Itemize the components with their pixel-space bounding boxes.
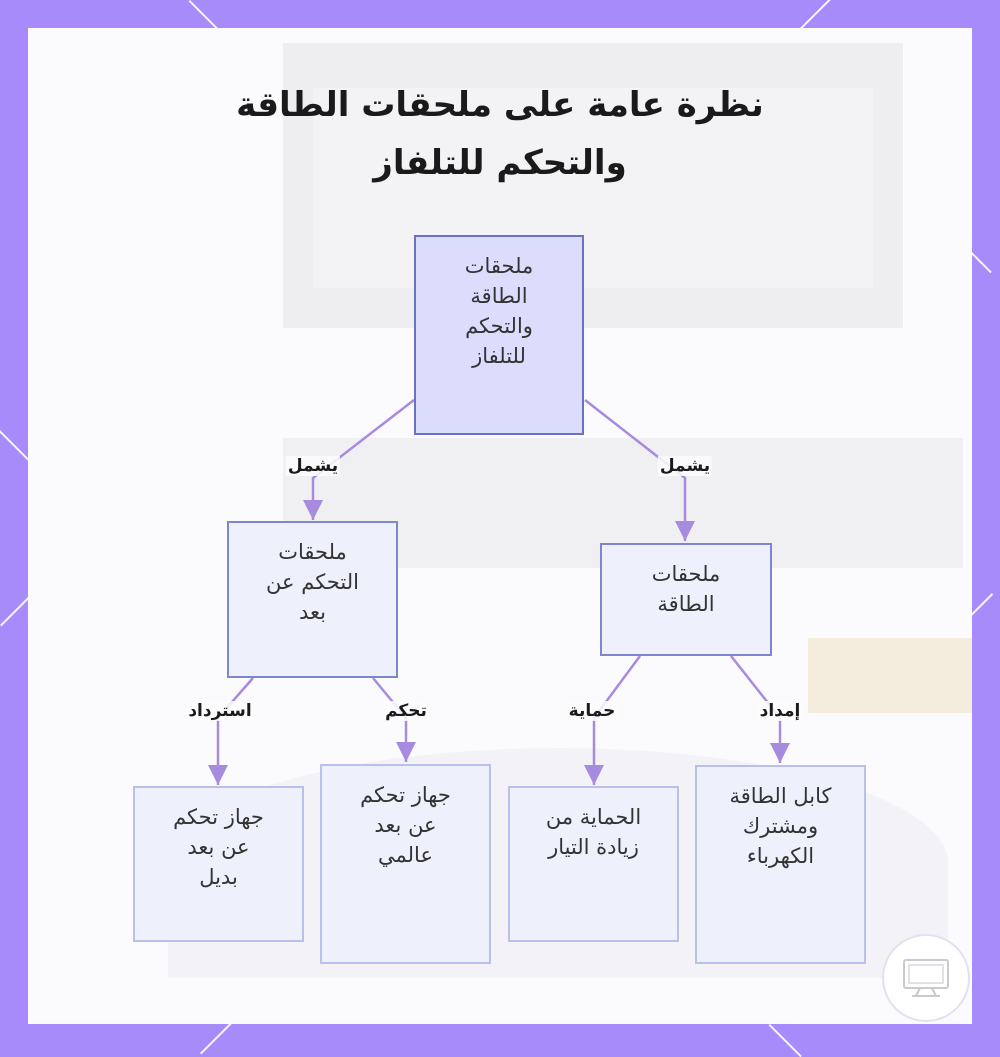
diagram-panel: نظرة عامة على ملحقات الطاقة والتحكم للتل… xyxy=(28,28,972,1024)
node-alternative-remote: جهاز تحكم عن بعد بديل xyxy=(133,786,304,942)
frame-decoration xyxy=(200,1021,234,1055)
edge-label-power-surge: حماية xyxy=(566,701,618,721)
node-remote-line-3: بعد xyxy=(299,600,326,624)
background-label-shape xyxy=(808,638,972,713)
edge-label-remote-alt: استرداد xyxy=(186,701,254,721)
node-remote-line-1: ملحقات xyxy=(278,540,347,564)
diagram-title-line-1: نظرة عامة على ملحقات الطاقة xyxy=(236,85,764,125)
tv-icon xyxy=(903,959,949,997)
node-root-line-4: للتلفاز xyxy=(472,344,526,368)
node-power-line-1: ملحقات xyxy=(651,562,721,586)
edge-label-power-cable: إمداد xyxy=(757,701,803,721)
node-universal-line-1: جهاز تحكم xyxy=(360,783,451,807)
node-surge-protection: الحماية من زيادة التيار xyxy=(508,786,679,942)
node-alt-line-2: عن بعد xyxy=(187,835,250,859)
node-root-line-1: ملحقات xyxy=(464,254,534,278)
edge-root-to-power xyxy=(584,399,695,541)
node-alt-line-1: جهاز تحكم xyxy=(173,805,264,829)
edge-label-root-power: يشمل xyxy=(657,456,713,476)
node-remote-accessories: ملحقات التحكم عن بعد xyxy=(227,521,398,678)
node-power-accessories: ملحقات الطاقة xyxy=(600,543,772,656)
node-surge-line-1: الحماية من xyxy=(545,805,642,829)
node-cable-line-3: الكهرباء xyxy=(746,844,815,868)
node-power-cable-strip: كابل الطاقة ومشترك الكهرباء xyxy=(695,765,866,964)
frame-decoration xyxy=(800,0,834,30)
background-tv-screen xyxy=(313,88,873,288)
node-cable-line-2: ومشترك xyxy=(742,814,819,838)
node-remote-line-2: التحكم عن xyxy=(266,570,359,594)
node-root-line-2: الطاقة xyxy=(470,284,528,308)
frame-decoration xyxy=(768,1024,802,1057)
node-surge-line-2: زيادة التيار xyxy=(548,835,639,859)
node-universal-line-2: عن بعد xyxy=(374,813,437,837)
node-power-line-2: الطاقة xyxy=(657,592,715,616)
node-root-line-3: والتحكم xyxy=(465,314,533,338)
edge-label-root-remote: يشمل xyxy=(285,456,341,476)
node-root: ملحقات الطاقة والتحكم للتلفاز xyxy=(414,235,584,435)
diagram-title-line-2: والتحكم للتلفاز xyxy=(373,143,627,183)
node-alt-line-3: بديل xyxy=(199,865,238,889)
node-universal-line-3: عالمي xyxy=(378,843,433,867)
edge-label-remote-universal: تحكم xyxy=(383,701,429,721)
node-universal-remote: جهاز تحكم عن بعد عالمي xyxy=(320,764,491,964)
node-cable-line-1: كابل الطاقة xyxy=(729,784,832,808)
edge-root-to-remote xyxy=(303,399,415,520)
watermark-logo xyxy=(882,934,970,1022)
edge-remote-to-alt xyxy=(208,677,254,785)
